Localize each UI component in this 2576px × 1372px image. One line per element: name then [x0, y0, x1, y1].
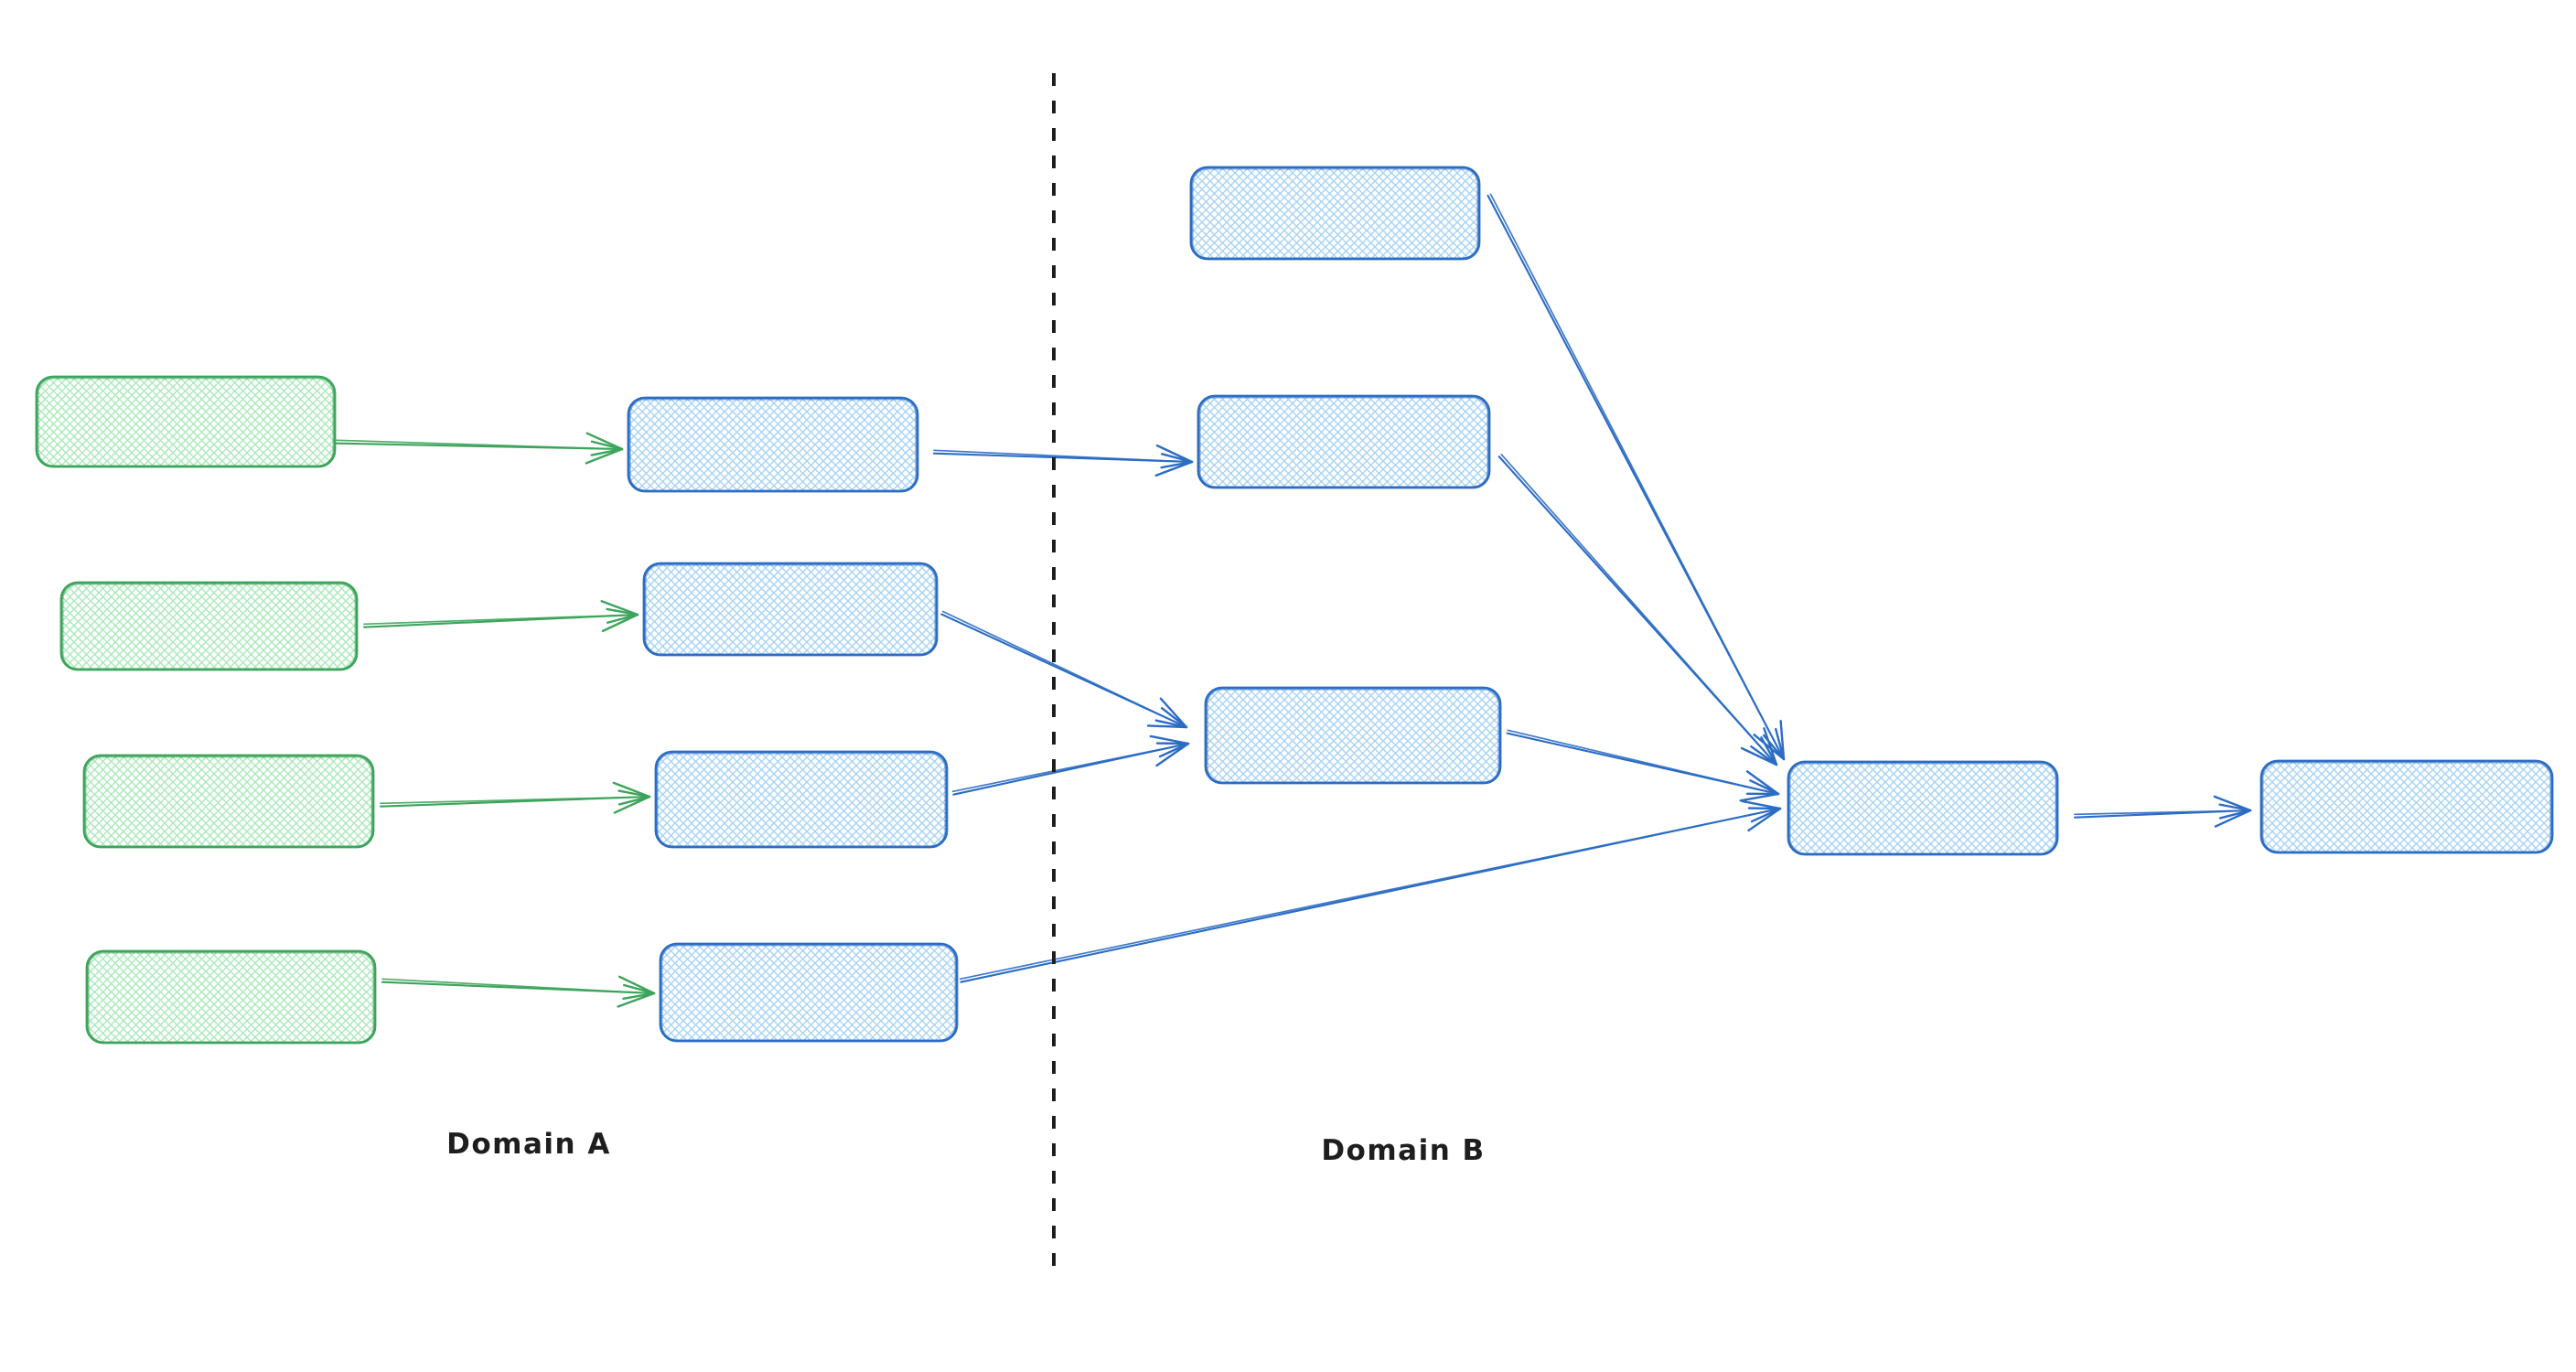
node-domain-a-stage-3 [654, 750, 949, 849]
edge-b-merge-to-b-output [2074, 795, 2252, 828]
edge-a-source-3-to-a-stage-3 [380, 781, 651, 814]
domain-b-label: Domain B [1321, 1134, 1485, 1167]
nodes-layer [35, 166, 2554, 1045]
node-domain-b-stage-1 [1189, 166, 1481, 261]
node-domain-a-source-1 [35, 375, 337, 468]
edge-a-stage-4-to-b-merge [959, 799, 1782, 983]
node-domain-a-stage-2 [642, 562, 939, 657]
edge-a-stage-3-to-b-stage-3 [951, 734, 1190, 796]
node-domain-b-stage-3 [1204, 686, 1502, 785]
node-domain-a-source-3 [82, 754, 375, 849]
node-domain-a-source-2 [59, 581, 359, 671]
domain-a-label: Domain A [446, 1128, 611, 1161]
node-domain-a-stage-1 [627, 396, 919, 493]
edge-b-stage-3-to-b-merge [1506, 729, 1780, 802]
node-domain-a-stage-4 [659, 942, 959, 1043]
edge-b-stage-1-to-b-merge [1487, 193, 1786, 761]
edge-a-source-4-to-a-stage-4 [381, 975, 656, 1008]
edge-a-stage-2-to-b-stage-3 [940, 610, 1188, 729]
edge-a-source-2-to-a-stage-2 [363, 600, 639, 633]
node-domain-b-merge [1787, 760, 2059, 856]
node-domain-b-stage-2 [1197, 394, 1491, 489]
node-domain-a-source-4 [85, 949, 377, 1045]
node-domain-b-output [2259, 759, 2554, 854]
edges-layer [335, 193, 2252, 1008]
edge-a-stage-1-to-b-stage-2 [932, 444, 1194, 477]
edge-b-stage-2-to-b-merge [1497, 454, 1778, 766]
edge-a-source-1-to-a-stage-1 [335, 432, 624, 465]
